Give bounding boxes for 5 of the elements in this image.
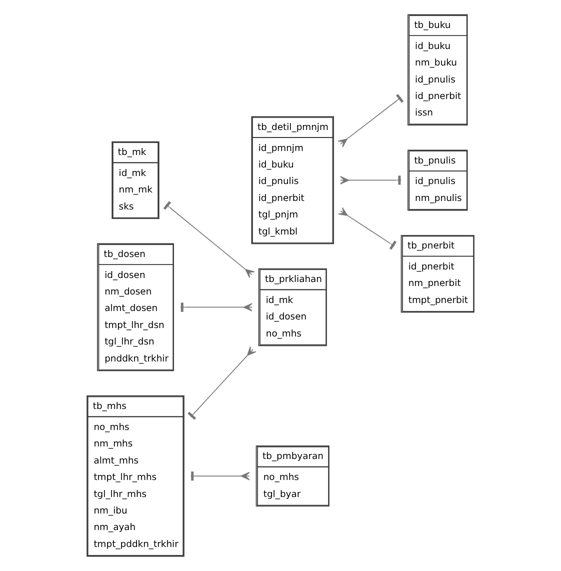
connector xyxy=(338,207,396,250)
connector xyxy=(188,346,256,420)
connector xyxy=(163,201,255,278)
connector xyxy=(338,94,404,148)
connector xyxy=(190,471,250,481)
